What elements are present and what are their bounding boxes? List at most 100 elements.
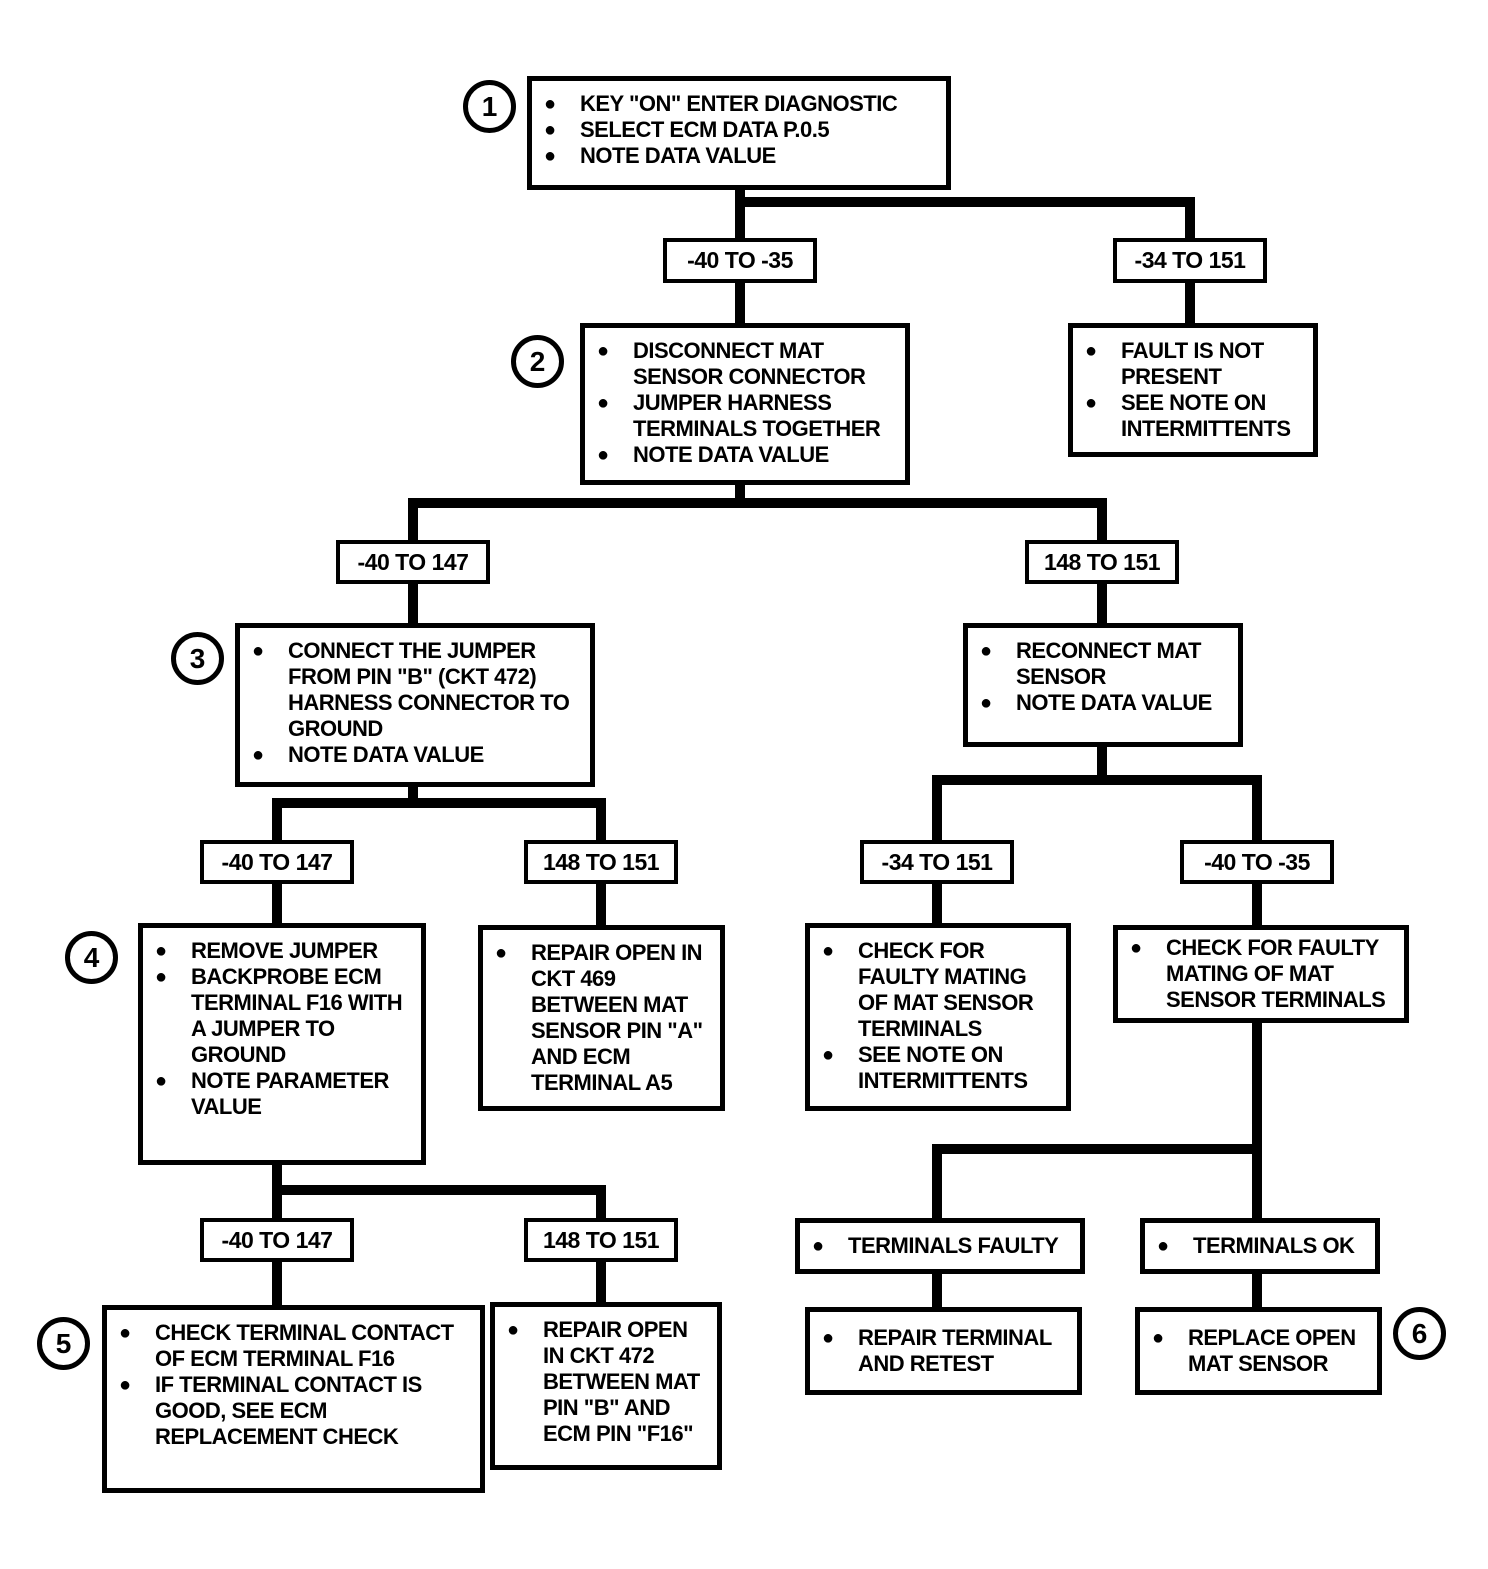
range-label-l5-right: 148 TO 151 bbox=[524, 1218, 678, 1262]
bullet-text: CHECK FOR FAULTY MATING OF MAT SENSOR TE… bbox=[858, 938, 1034, 1041]
bullet-icon: ● bbox=[597, 340, 609, 362]
connector-line bbox=[735, 485, 745, 503]
bullet-text: TERMINALS OK bbox=[1193, 1233, 1355, 1258]
bullet-text: TERMINALS FAULTY bbox=[848, 1233, 1059, 1258]
flow-box-check-mating-right: ●CHECK FOR FAULTY MATING OF MAT SENSOR T… bbox=[1113, 925, 1409, 1023]
flow-box-step2: ●DISCONNECT MAT SENSOR CONNECTOR ●JUMPER… bbox=[580, 323, 910, 485]
range-text: -34 TO 151 bbox=[881, 848, 993, 875]
step-circle-6: 6 bbox=[1393, 1307, 1446, 1360]
flow-box-replace-sensor: ●REPLACE OPEN MAT SENSOR bbox=[1135, 1307, 1382, 1395]
bullet-text: SEE NOTE ON INTERMITTENTS bbox=[858, 1042, 1028, 1093]
bullet-icon: ● bbox=[495, 942, 507, 964]
bullet-text: KEY "ON" ENTER DIAGNOSTIC bbox=[580, 91, 898, 116]
connector-line bbox=[932, 1144, 1262, 1154]
bullet-text: BACKPROBE ECM TERMINAL F16 WITH A JUMPER… bbox=[191, 964, 403, 1067]
connector-line bbox=[735, 283, 745, 328]
range-label-l4-far-left: -40 TO 147 bbox=[200, 840, 354, 884]
bullet-icon: ● bbox=[812, 1235, 824, 1257]
step-circle-5: 5 bbox=[37, 1317, 90, 1370]
step-circle-2: 2 bbox=[511, 335, 564, 388]
flow-box-step1: ●KEY "ON" ENTER DIAGNOSTIC ●SELECT ECM D… bbox=[527, 76, 951, 190]
range-text: -34 TO 151 bbox=[1134, 247, 1246, 273]
bullet-text: SEE NOTE ON INTERMITTENTS bbox=[1121, 390, 1291, 441]
range-label-l4-far-right: -40 TO -35 bbox=[1180, 840, 1334, 884]
bullet-icon: ● bbox=[155, 1070, 167, 1092]
step-number: 2 bbox=[529, 345, 546, 377]
bullet-text: REPAIR OPEN IN CKT 469 BETWEEN MAT SENSO… bbox=[531, 940, 703, 1095]
connector-line bbox=[932, 775, 1262, 785]
range-text: -40 TO 147 bbox=[221, 848, 333, 875]
range-label-l2-right: -34 TO 151 bbox=[1113, 238, 1267, 283]
range-label-l3-left: -40 TO 147 bbox=[336, 540, 490, 584]
bullet-text: SELECT ECM DATA P.0.5 bbox=[580, 117, 830, 142]
bullet-icon: ● bbox=[1157, 1235, 1169, 1257]
connector-line bbox=[408, 498, 1107, 508]
bullet-text: CHECK FOR FAULTY MATING OF MAT SENSOR TE… bbox=[1166, 935, 1386, 1012]
bullet-text: IF TERMINAL CONTACT IS GOOD, SEE ECM REP… bbox=[155, 1372, 422, 1449]
connector-line bbox=[1185, 197, 1195, 243]
connector-line bbox=[932, 883, 942, 928]
bullet-icon: ● bbox=[544, 119, 556, 141]
bullet-text: RECONNECT MAT SENSOR bbox=[1016, 638, 1201, 689]
range-label-l4-mid-right: -34 TO 151 bbox=[860, 840, 1014, 884]
bullet-text: DISCONNECT MAT SENSOR CONNECTOR bbox=[633, 338, 866, 389]
flow-box-fault-not-present: ●FAULT IS NOT PRESENT ●SEE NOTE ON INTER… bbox=[1068, 323, 1318, 457]
flow-box-repair-terminal: ● REPAIR TERMINAL AND RETEST bbox=[805, 1307, 1082, 1395]
bullet-text: REMOVE JUMPER bbox=[191, 938, 378, 963]
connector-line bbox=[735, 187, 745, 243]
connector-line bbox=[408, 498, 418, 545]
connector-line bbox=[408, 785, 418, 803]
step-circle-1: 1 bbox=[463, 80, 516, 133]
step-number: 4 bbox=[83, 941, 100, 973]
connector-line bbox=[1252, 775, 1262, 845]
flow-box-terminals-ok: ● TERMINALS OK bbox=[1140, 1218, 1380, 1274]
range-text: 148 TO 151 bbox=[1043, 548, 1161, 575]
connector-line bbox=[1097, 583, 1107, 628]
bullet-text: JUMPER HARNESS TERMINALS TOGETHER bbox=[633, 390, 881, 441]
connector-line bbox=[272, 883, 282, 928]
bullet-icon: ● bbox=[252, 640, 264, 662]
step-circle-3: 3 bbox=[171, 632, 224, 685]
range-label-l3-right: 148 TO 151 bbox=[1025, 540, 1179, 584]
connector-line bbox=[272, 798, 606, 808]
bullet-icon: ● bbox=[822, 1044, 834, 1066]
range-label-l2-left: -40 TO -35 bbox=[663, 238, 817, 283]
bullet-icon: ● bbox=[980, 640, 992, 662]
connector-line bbox=[932, 1144, 942, 1223]
flow-box-reconnect: ● RECONNECT MAT SENSOR ● NOTE DATA VALUE bbox=[963, 623, 1243, 747]
range-text: -40 TO -35 bbox=[687, 247, 793, 273]
step-number: 6 bbox=[1411, 1317, 1428, 1349]
bullet-icon: ● bbox=[252, 744, 264, 766]
connector-line bbox=[272, 1185, 606, 1195]
connector-line bbox=[932, 775, 942, 845]
range-text: -40 TO 147 bbox=[357, 548, 469, 575]
connector-line bbox=[272, 1262, 282, 1307]
range-text: 148 TO 151 bbox=[542, 848, 660, 875]
flow-box-repair-ckt469: ● REPAIR OPEN IN CKT 469 BETWEEN MAT SENS… bbox=[478, 925, 725, 1111]
bullet-icon: ● bbox=[980, 692, 992, 714]
connector-line bbox=[596, 1262, 606, 1307]
range-text: -40 TO 147 bbox=[221, 1226, 333, 1253]
bullet-icon: ● bbox=[1085, 340, 1097, 362]
bullet-icon: ● bbox=[822, 1327, 834, 1349]
connector-line bbox=[596, 1185, 606, 1223]
step-number: 1 bbox=[481, 90, 498, 122]
connector-line bbox=[1097, 745, 1107, 785]
bullet-icon: ● bbox=[155, 940, 167, 962]
bullet-icon: ● bbox=[822, 940, 834, 962]
bullet-text: CONNECT THE JUMPER FROM PIN "B" (CKT 472… bbox=[288, 638, 570, 741]
bullet-text: REPAIR OPEN IN CKT 472 BETWEEN MAT PIN "… bbox=[543, 1317, 700, 1446]
connector-line bbox=[1252, 883, 1262, 930]
bullet-icon: ● bbox=[119, 1374, 131, 1396]
connector-line bbox=[1097, 498, 1107, 545]
bullet-text: NOTE DATA VALUE bbox=[1016, 690, 1212, 715]
bullet-text: REPAIR TERMINAL AND RETEST bbox=[858, 1325, 1052, 1376]
connector-line bbox=[408, 583, 418, 628]
flow-box-step5: ●CHECK TERMINAL CONTACT OF ECM TERMINAL … bbox=[102, 1305, 485, 1493]
flow-box-repair-ckt472: ●REPAIR OPEN IN CKT 472 BETWEEN MAT PIN … bbox=[490, 1302, 722, 1470]
connector-line bbox=[1252, 1144, 1262, 1223]
connector-line bbox=[1252, 1274, 1262, 1307]
bullet-text: REPLACE OPEN MAT SENSOR bbox=[1188, 1325, 1356, 1376]
step-number: 5 bbox=[55, 1327, 72, 1359]
